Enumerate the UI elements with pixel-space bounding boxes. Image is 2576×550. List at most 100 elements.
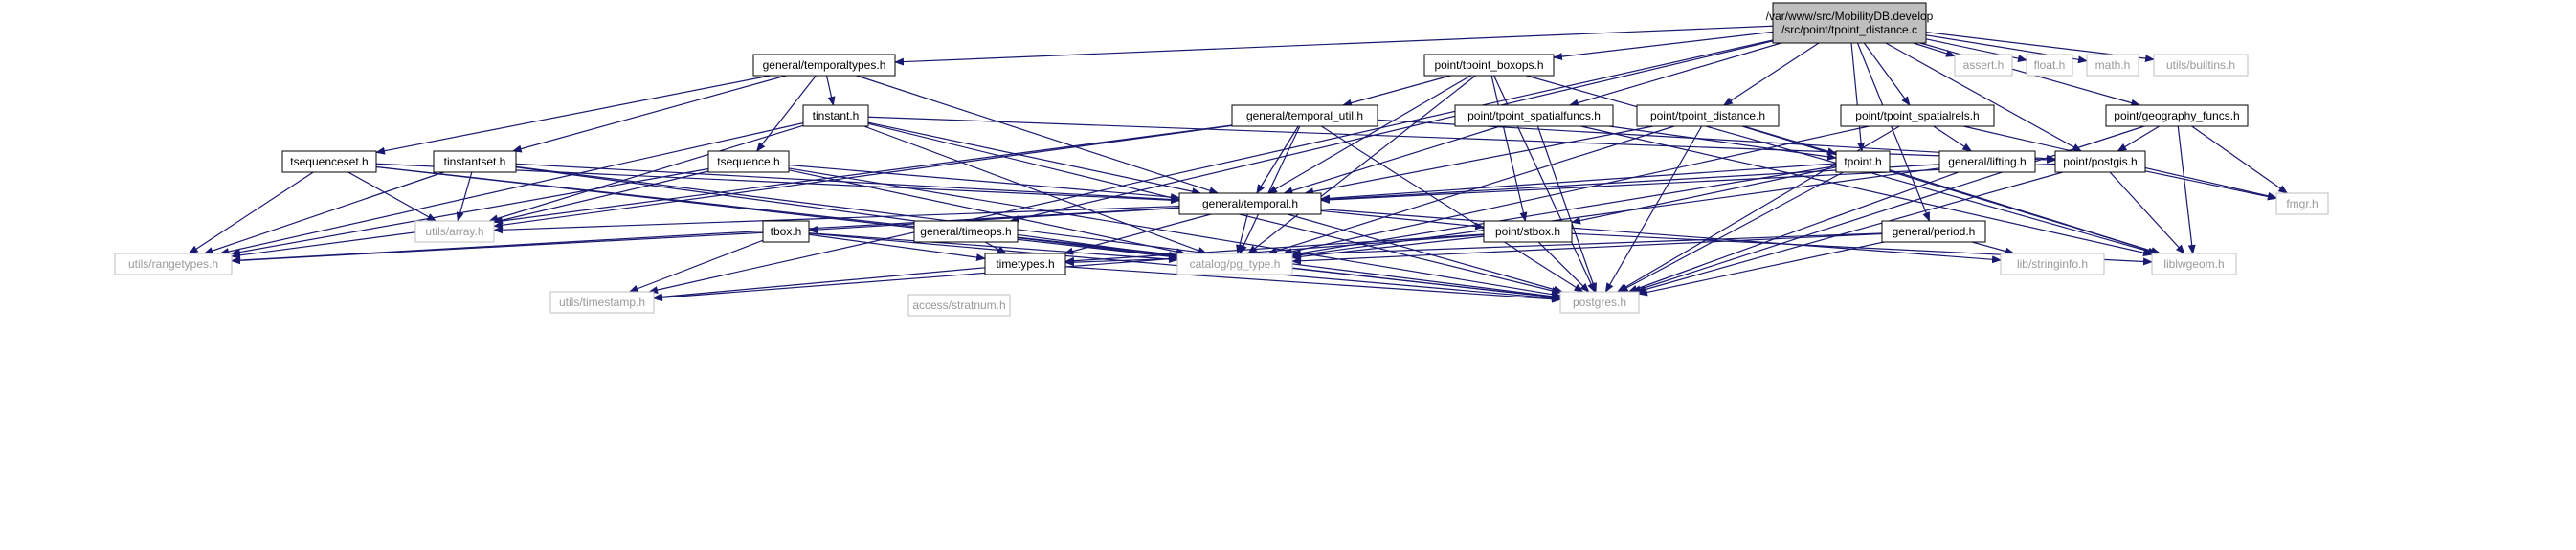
node-box xyxy=(414,220,495,243)
node-math: math.h xyxy=(2086,54,2139,77)
node-tinstantset[interactable]: tinstantset.h xyxy=(433,150,517,173)
node-label: assert.h xyxy=(1963,58,2005,72)
edge-tsequence-to-postgres xyxy=(788,167,1561,298)
node-box xyxy=(907,294,1011,317)
edge-root-to-temporaltypes xyxy=(894,25,1774,66)
node-tpoint_boxops[interactable]: point/tpoint_boxops.h xyxy=(1423,54,1555,77)
node-box xyxy=(1231,104,1378,127)
node-builtins: utils/builtins.h xyxy=(2153,54,2249,77)
edge-temporal-to-rangetypes xyxy=(231,207,1180,265)
node-stringinfo: lib/stringinfo.h xyxy=(2000,253,2105,275)
node-temporaltypes[interactable]: general/temporaltypes.h xyxy=(752,54,896,77)
edge-postgis-to-temporal xyxy=(1320,163,2056,204)
nodes: /var/www/src/MobilityDB.develop/src/poin… xyxy=(114,2,2329,317)
node-period[interactable]: general/period.h xyxy=(1881,220,1986,243)
edge-tpoint_spatialfuncs-to-postgres xyxy=(1536,125,1597,293)
node-box xyxy=(1840,104,1995,127)
edge-tinstant-to-pg_type xyxy=(863,125,1208,254)
node-tpoint[interactable]: tpoint.h xyxy=(1835,150,1891,173)
edge-tsequence-to-temporal xyxy=(788,164,1180,202)
edge-tsequence-to-array xyxy=(493,170,709,225)
node-label: point/tpoint_spatialrels.h xyxy=(1855,109,1979,122)
edge-tsequenceset-to-array xyxy=(347,171,437,222)
node-float: float.h xyxy=(2026,54,2073,77)
node-box xyxy=(762,220,810,243)
node-label: math.h xyxy=(2095,58,2131,72)
node-box xyxy=(2151,253,2237,275)
node-geography_funcs[interactable]: point/geography_funcs.h xyxy=(2105,104,2249,127)
node-liblwgeom: liblwgeom.h xyxy=(2151,253,2237,275)
node-box xyxy=(2086,54,2139,77)
edge-tinstant-to-temporal xyxy=(867,121,1202,196)
node-root[interactable]: /var/www/src/MobilityDB.develop/src/poin… xyxy=(1766,2,1934,44)
edge-stbox-to-pg_type xyxy=(1291,235,1485,261)
node-tsequenceset[interactable]: tsequenceset.h xyxy=(281,150,377,173)
edge-tpoint_boxops-to-stbox xyxy=(1490,75,1528,222)
edge-tpoint-to-temporal xyxy=(1320,163,1837,203)
node-label: lib/stringinfo.h xyxy=(2017,257,2088,271)
node-postgis[interactable]: point/postgis.h xyxy=(2054,150,2146,173)
node-tpoint_spatialrels[interactable]: point/tpoint_spatialrels.h xyxy=(1840,104,1995,127)
edge-root-to-assert xyxy=(1913,42,1956,57)
node-label: tpoint.h xyxy=(1844,155,1881,168)
node-tpoint_distance[interactable]: point/tpoint_distance.h xyxy=(1636,104,1780,127)
node-stbox[interactable]: point/stbox.h xyxy=(1483,220,1573,243)
edge-temporal_util-to-rangetypes xyxy=(231,124,1233,259)
edge-temporal_util-to-array xyxy=(493,124,1233,230)
node-label: tsequence.h xyxy=(717,155,779,168)
node-tinstant[interactable]: tinstant.h xyxy=(802,104,869,127)
edge-postgis-to-liblwgeom xyxy=(2109,171,2185,254)
node-box xyxy=(1559,291,1640,314)
node-label: float.h xyxy=(2034,58,2066,72)
node-rangetypes: utils/rangetypes.h xyxy=(114,253,233,275)
edge-tpoint_boxops-to-temporal_util xyxy=(1341,75,1451,107)
edge-tpoint_distance-to-temporal xyxy=(1304,125,1653,196)
node-lifting[interactable]: general/lifting.h xyxy=(1938,150,2036,173)
node-label: utils/array.h xyxy=(425,225,483,238)
node-box xyxy=(802,104,869,127)
edge-tpoint_spatialfuncs-to-temporal xyxy=(1283,125,1501,195)
edge-tpoint-to-stbox xyxy=(1571,166,1837,225)
node-label: utils/builtins.h xyxy=(2166,58,2235,72)
node-tpoint_spatialfuncs[interactable]: point/tpoint_spatialfuncs.h xyxy=(1454,104,1614,127)
node-tsequence[interactable]: tsequence.h xyxy=(707,150,790,173)
edge-tbox-to-timetypes xyxy=(808,233,986,262)
node-timeops[interactable]: general/timeops.h xyxy=(913,220,1019,243)
edge-root-to-tpoint_spatialrels xyxy=(1863,42,1911,106)
node-box xyxy=(281,150,377,173)
node-label: utils/timestamp.h xyxy=(559,296,645,309)
edge-stbox-to-timetypes xyxy=(1064,233,1485,265)
edge-tpoint_spatialfuncs-to-liblwgeom xyxy=(1580,125,2153,257)
node-timetypes[interactable]: timetypes.h xyxy=(984,253,1066,275)
node-temporal[interactable]: general/temporal.h xyxy=(1178,192,1322,215)
edge-tinstant-to-rangetypes xyxy=(219,122,804,255)
node-label: point/geography_funcs.h xyxy=(2114,109,2239,122)
edge-tpoint_distance-to-postgres xyxy=(1604,125,1703,293)
node-label: /src/point/tpoint_distance.c xyxy=(1781,23,1917,36)
edge-geography_funcs-to-fmgr xyxy=(2191,125,2289,194)
node-temporal_util[interactable]: general/temporal_util.h xyxy=(1231,104,1378,127)
edge-geography_funcs-to-postgis xyxy=(2117,125,2160,152)
node-label: tsequenceset.h xyxy=(290,155,368,168)
edge-tinstantset-to-temporal xyxy=(515,163,1180,204)
node-label: general/timeops.h xyxy=(920,225,1011,238)
node-label: fmgr.h xyxy=(2286,197,2318,210)
node-label: general/temporal_util.h xyxy=(1246,109,1363,122)
node-label: point/tpoint_distance.h xyxy=(1650,109,1765,122)
node-array: utils/array.h xyxy=(414,220,495,243)
node-label: general/period.h xyxy=(1893,225,1976,238)
edge-tpoint-to-pg_type xyxy=(1291,165,1837,257)
node-box xyxy=(2275,192,2329,215)
node-box xyxy=(752,54,896,77)
edge-timetypes-to-timestamp xyxy=(653,267,986,301)
edge-timetypes-to-postgres xyxy=(1064,266,1561,303)
edge-lifting-to-postgres xyxy=(1627,171,1959,293)
edge-period-to-pg_type xyxy=(1291,232,1883,265)
node-tbox[interactable]: tbox.h xyxy=(762,220,810,243)
node-fmgr: fmgr.h xyxy=(2275,192,2329,215)
edge-tinstantset-to-pg_type xyxy=(515,166,1178,259)
edge-geography_funcs-to-liblwgeom xyxy=(2177,125,2196,254)
edge-tpoint-to-postgres xyxy=(1618,171,1844,293)
edge-stbox-to-postgres xyxy=(1537,241,1590,293)
